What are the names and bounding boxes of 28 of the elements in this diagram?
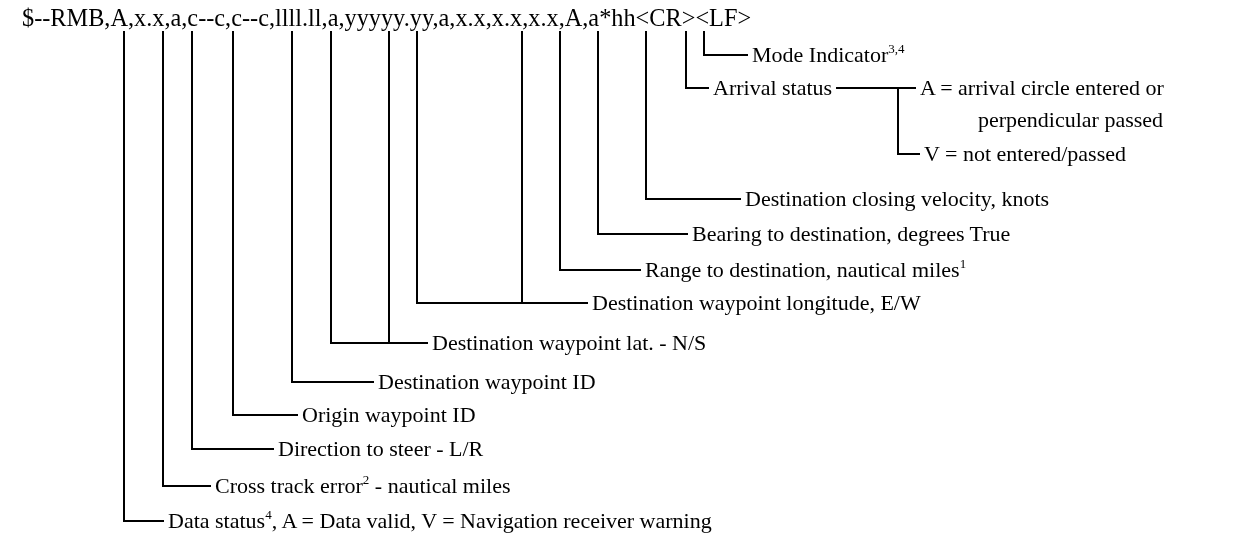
- field-description: Bearing to destination, degrees True: [692, 222, 1011, 246]
- field-description: V = not entered/passed: [924, 142, 1126, 166]
- leader-line: [191, 30, 275, 450]
- field-description: Arrival status: [713, 76, 833, 100]
- leader-line: [645, 30, 742, 200]
- leader-line: [123, 30, 165, 522]
- field-description: A = arrival circle entered or perpendicular passed: [920, 72, 1250, 136]
- leader-line: [597, 30, 689, 235]
- field-description: Destination waypoint lat. - N/S: [432, 331, 707, 355]
- leader-line: [685, 30, 710, 89]
- field-description: Data status$^{4}$, A = Data valid, V = Navigation receiver warning: [168, 509, 712, 533]
- leader-line: [291, 30, 375, 383]
- field-description: Range to destination, nautical miles$^{1}$: [645, 258, 967, 282]
- leader-line: [835, 87, 921, 155]
- field-description: Direction to steer - L/R: [278, 437, 484, 461]
- field-description: Destination waypoint ID: [378, 370, 596, 394]
- leader-line: [559, 30, 642, 271]
- leader-line: [162, 30, 212, 487]
- leader-line: [703, 30, 749, 56]
- field-description: Origin waypoint ID: [302, 403, 476, 427]
- leader-line: [521, 30, 589, 304]
- field-description: Mode Indicator$^{3,4}$: [752, 43, 905, 67]
- field-description: Destination closing velocity, knots: [745, 187, 1050, 211]
- leader-line: [232, 30, 299, 416]
- sentence-format-text: $--RMB,A,x.x,a,c--c,c--c,llll.ll,a,yyyyy.yy,a,x.x,x.x,x.x,A,a*hh<CR><LF>: [22, 5, 752, 31]
- field-description: Cross track error$^{2}$ - nautical miles: [215, 474, 511, 498]
- field-description: Destination waypoint longitude, E/W: [592, 291, 921, 315]
- leader-line: [388, 30, 429, 344]
